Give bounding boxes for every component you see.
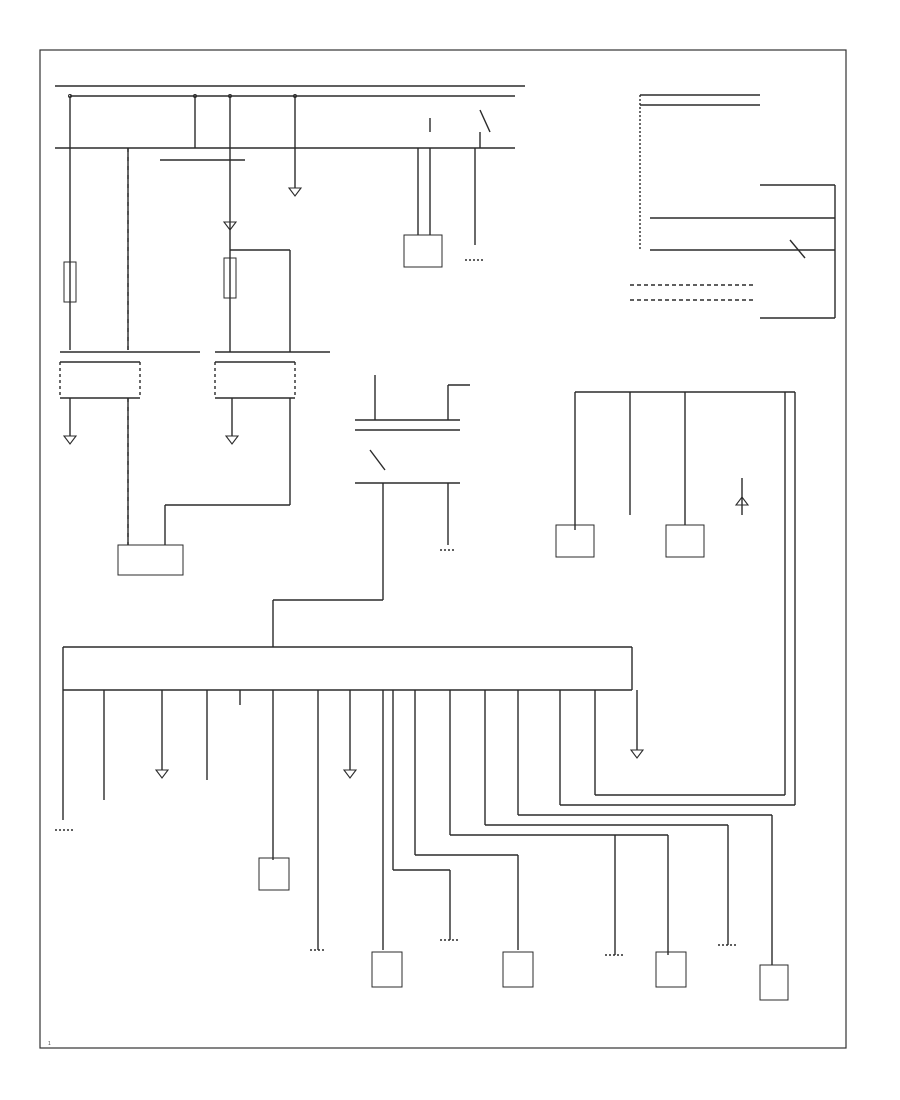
center-control-module (164, 148, 330, 545)
left-control-module (59, 351, 200, 545)
top-branch-loads (287, 148, 485, 268)
left-battery-circuit (63, 148, 129, 350)
right-middle-loads (555, 391, 796, 805)
fuse-drops (62, 392, 795, 965)
fuse-block (62, 646, 633, 691)
harness-connector-left (117, 544, 184, 576)
switch-assembly-right (630, 94, 836, 319)
page-id: 1 (48, 1041, 51, 1047)
diagram-frame (39, 49, 847, 1049)
top-power-bus (55, 85, 525, 161)
bottom-loads (55, 829, 789, 1001)
center-relay-switch (272, 375, 470, 647)
